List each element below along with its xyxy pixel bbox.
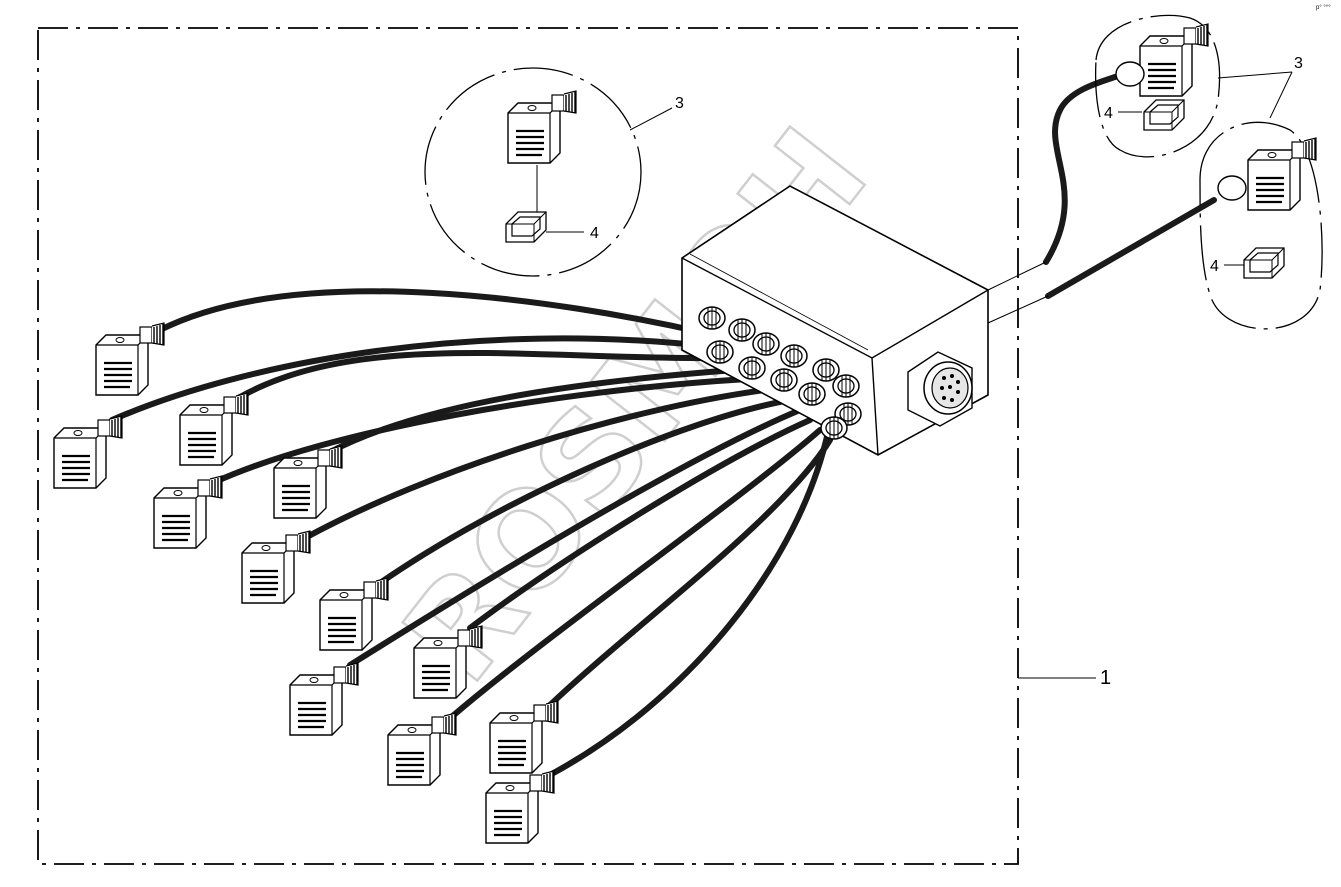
- plug-connector: [94, 321, 166, 397]
- detail-view-top: [424, 67, 673, 277]
- cable: [109, 335, 718, 423]
- seal-gasket: [1143, 99, 1185, 131]
- plug-connector: [178, 391, 250, 467]
- cable: [347, 407, 803, 668]
- cable: [377, 397, 793, 586]
- plug-connector: [484, 769, 556, 845]
- box-round-connector: [907, 351, 973, 427]
- detail-view-right-upper: [1095, 14, 1221, 158]
- callout-3-right: 3: [1294, 55, 1303, 72]
- cable: [212, 376, 751, 485]
- leader-lines: [987, 71, 1293, 679]
- callout-3-top: 3: [675, 95, 684, 112]
- plug-connector: [240, 529, 312, 605]
- plug-connector: [152, 474, 224, 550]
- callout-4-right-lower: 4: [1210, 258, 1219, 275]
- plug-connector: [386, 711, 458, 787]
- plug-connector: [488, 699, 560, 775]
- cable-bundle: [109, 288, 833, 779]
- plug-connector: [506, 89, 578, 165]
- callout-4-top: 4: [590, 225, 599, 242]
- cable: [545, 429, 831, 779]
- plug-connector: [52, 414, 124, 490]
- cable: [237, 350, 723, 400]
- cable: [445, 427, 823, 723]
- seal-gasket: [1243, 247, 1285, 279]
- assembly-boundary: [37, 27, 1019, 865]
- cable: [302, 387, 768, 541]
- cable: [467, 417, 813, 631]
- external-cables: [1043, 73, 1217, 299]
- cable: [547, 437, 833, 708]
- corner-reference: p° °°°: [1316, 5, 1331, 11]
- junction-box: [681, 185, 989, 456]
- cable: [157, 288, 708, 336]
- plug-connector: [1246, 136, 1318, 212]
- plug-connector: [1138, 22, 1210, 98]
- detail-view-right-lower: [1199, 121, 1323, 330]
- plug-connector: [288, 661, 360, 737]
- callout-4-right-upper: 4: [1104, 105, 1113, 122]
- seal-gasket: [505, 211, 547, 243]
- callout-1-assembly: 1: [1100, 667, 1111, 689]
